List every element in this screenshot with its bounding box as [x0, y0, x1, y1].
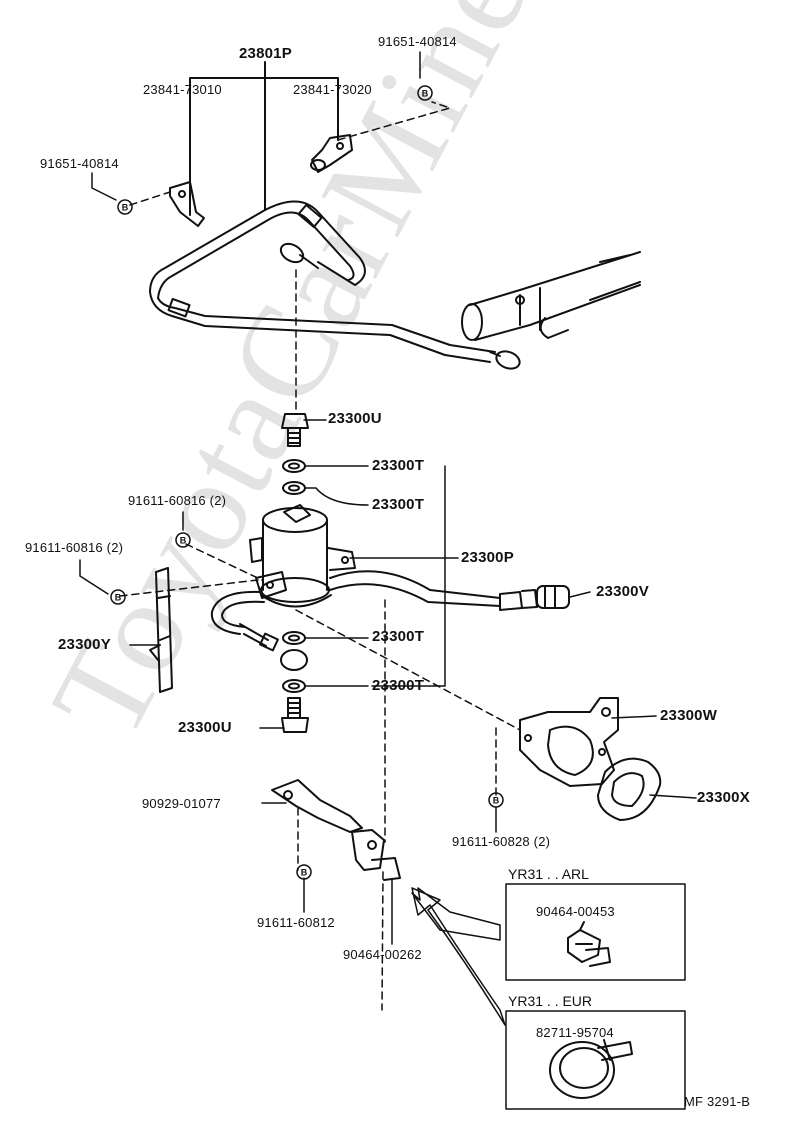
label-clamp-right: 23841-73020 [293, 82, 372, 97]
arrow-arl [411, 887, 501, 941]
gasket-1-drawing [282, 459, 306, 473]
label-gasket-1: 23300T [372, 457, 425, 474]
union-bolt-bottom-drawing [281, 697, 309, 733]
clamp-right-drawing [310, 134, 353, 173]
label-union-bolt-bottom: 23300U [178, 719, 232, 736]
bracket-gasket-drawing [597, 757, 662, 821]
hose-drawing [329, 570, 570, 611]
fuel-filter-drawing [249, 504, 356, 608]
label-clamp-lower: 90929-01077 [142, 796, 221, 811]
inset-eur-band-drawing [549, 1039, 633, 1099]
label-bracket-left: 23300Y [58, 636, 111, 653]
filter-bracket-drawing [519, 697, 619, 787]
label-bolt-clamp: 91611-60812 [257, 915, 335, 930]
inset-arl-part: 90464-00453 [536, 904, 615, 919]
gasket-4-drawing [282, 679, 306, 693]
label-gasket-2: 23300T [372, 496, 425, 513]
inset-eur-title: YR31 . . EUR [508, 993, 593, 1009]
label-fuel-filter: 23300P [461, 549, 514, 566]
label-bolt-filter-upper: 91611-60816 (2) [128, 493, 227, 508]
label-filter-bracket: 23300W [660, 707, 718, 724]
bracket-left-drawing [149, 567, 173, 693]
label-gasket-4: 23300T [372, 677, 425, 694]
arrow-eur [411, 887, 506, 1026]
clamp-lower-drawing [271, 779, 401, 881]
bolt-marker-4: B [115, 593, 122, 603]
label-gasket-3: 23300T [372, 628, 425, 645]
clamp-left-drawing [169, 181, 205, 227]
inset-arl-title: YR31 . . ARL [508, 866, 589, 882]
label-bolt-bracket: 91611-60828 (2) [452, 834, 551, 849]
inset-eur-part: 82711-95704 [536, 1025, 614, 1040]
fuel-rail-drawing [461, 251, 641, 341]
inset-arl-clip-drawing [567, 921, 611, 967]
label-clip-lower: 90464-00262 [343, 947, 422, 962]
bolt-marker-1: B [422, 89, 429, 99]
label-bolt-top-left: 91651-40814 [40, 156, 119, 171]
bolt-marker-5: B [493, 796, 500, 806]
bolt-marker-2: B [122, 203, 129, 213]
bolt-marker-circles [110, 85, 504, 880]
bolt-marker-3: B [180, 536, 187, 546]
label-23801p: 23801P [239, 45, 292, 62]
inset-arl-box [505, 883, 686, 981]
gasket-3-drawing [282, 631, 306, 645]
union-bolt-top-drawing [281, 413, 309, 447]
leader-pipe-assy [189, 61, 339, 216]
gasket-2-drawing [282, 481, 306, 495]
label-clamp-left: 23841-73010 [143, 82, 222, 97]
lower-hose-drawing [210, 590, 308, 671]
label-union-bolt-top: 23300U [328, 410, 382, 427]
fuel-pipe-drawing [149, 200, 521, 370]
label-bolt-filter-left: 91611-60816 (2) [25, 540, 124, 555]
label-hose: 23300V [596, 583, 649, 600]
label-bolt-top-right: 91651-40814 [378, 34, 457, 49]
inset-eur-box [505, 1010, 686, 1110]
figure-code: MF 3291-B [684, 1094, 751, 1109]
bolt-marker-6: B [301, 868, 308, 878]
label-bracket-gasket: 23300X [697, 789, 750, 806]
